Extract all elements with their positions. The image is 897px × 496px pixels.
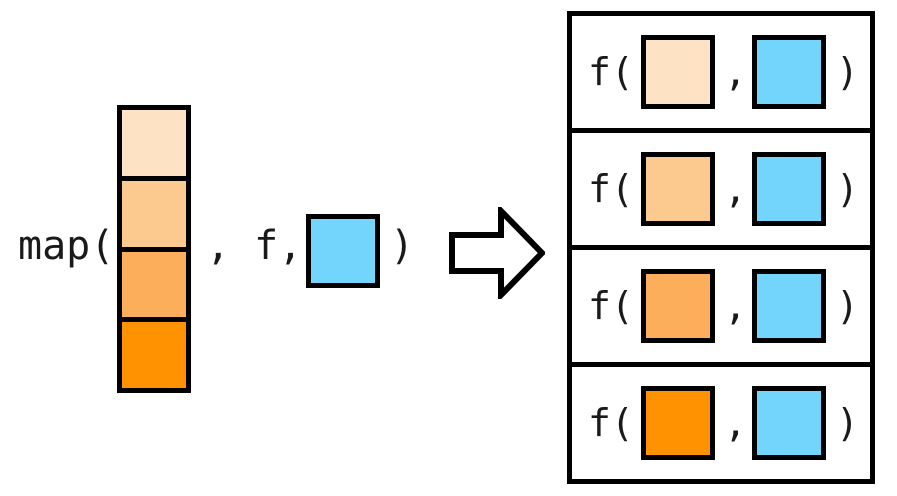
call-argument-square <box>752 386 826 460</box>
collection-cell-1 <box>117 105 191 181</box>
call-close-paren: ) <box>836 284 859 328</box>
expanded-calls-panel: f( , ) f( , ) f( , ) f( , ) <box>567 11 875 484</box>
collection-cell-4 <box>117 317 191 393</box>
collection-cell-3 <box>117 246 191 323</box>
call-argument-square <box>752 152 826 226</box>
call-close-paren: ) <box>836 50 859 94</box>
call-element-square <box>641 35 715 109</box>
call-close-paren: ) <box>836 401 859 445</box>
collection-cell-2 <box>117 175 191 252</box>
f-open-label: f( <box>588 167 634 211</box>
call-comma-label: , <box>724 50 747 94</box>
map-close-paren: ) <box>390 223 415 269</box>
input-collection-column <box>117 105 191 393</box>
f-open-label: f( <box>588 401 634 445</box>
map-argument-square <box>306 214 380 288</box>
call-element-square <box>641 386 715 460</box>
call-comma-label: , <box>724 167 747 211</box>
expanded-call-row: f( , ) <box>572 367 870 479</box>
call-argument-square <box>752 269 826 343</box>
map-call-label: map( <box>18 223 115 269</box>
call-comma-label: , <box>724 284 747 328</box>
call-argument-square <box>752 35 826 109</box>
f-open-label: f( <box>588 284 634 328</box>
map-separator-label: , f, <box>206 223 303 269</box>
expanded-call-row: f( , ) <box>572 250 870 367</box>
expanded-call-row: f( , ) <box>572 133 870 250</box>
call-element-square <box>641 269 715 343</box>
f-open-label: f( <box>588 50 634 94</box>
call-comma-label: , <box>724 401 747 445</box>
call-element-square <box>641 152 715 226</box>
expanded-call-row: f( , ) <box>572 16 870 133</box>
thick-right-arrow-icon <box>449 207 545 299</box>
call-close-paren: ) <box>836 167 859 211</box>
